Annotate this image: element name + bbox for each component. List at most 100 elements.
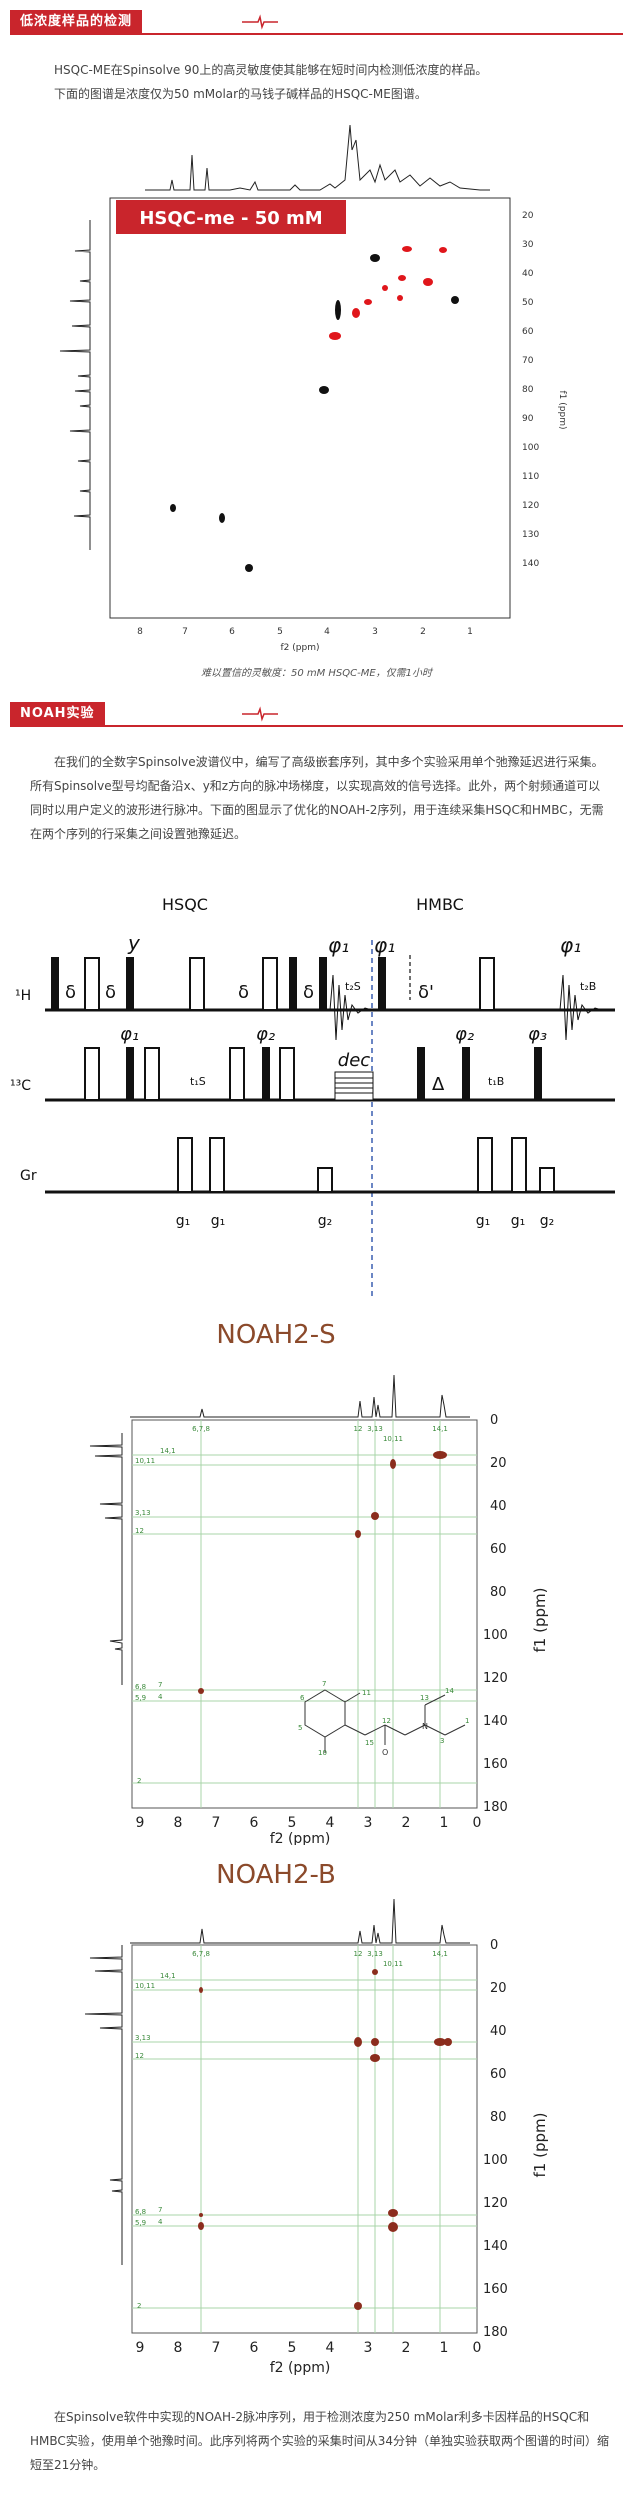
x-tick-label: 5 bbox=[288, 1815, 297, 1831]
x-tick-label: 2 bbox=[420, 627, 426, 637]
y-tick-label: 60 bbox=[490, 1542, 507, 1557]
red-peaks bbox=[329, 246, 447, 340]
y-tick-label: 180 bbox=[483, 2325, 508, 2340]
hmbc-label: HMBC bbox=[416, 895, 464, 914]
x-tick-label: 3 bbox=[364, 2340, 373, 2356]
left-projection bbox=[89, 1433, 123, 1685]
peak bbox=[390, 1459, 396, 1469]
paragraph-line: HSQC-ME在Spinsolve 90上的高灵敏度使其能够在短时间内检测低浓度… bbox=[54, 63, 488, 77]
left-labels: 14,1 10,11 3,13 12 6,8 5,9 2 7 4 bbox=[135, 1447, 176, 1785]
y-tick-label: 20 bbox=[522, 211, 534, 221]
section-divider bbox=[10, 33, 623, 35]
peak bbox=[372, 1969, 378, 1975]
x-tick-label: 8 bbox=[174, 1815, 183, 1831]
plot-frame bbox=[131, 1419, 478, 1809]
x-tick-label: 5 bbox=[277, 627, 283, 637]
peak bbox=[451, 296, 459, 304]
paragraph-text: 在Spinsolve软件中实现的NOAH-2脉冲序列，用于检测浓度为250 mM… bbox=[30, 2410, 610, 2472]
peaks bbox=[198, 1451, 447, 1694]
peaks bbox=[198, 1969, 452, 2310]
fid-hmbc bbox=[559, 974, 603, 1041]
g1-label: g₁ bbox=[176, 1213, 191, 1229]
label: 14,1 bbox=[432, 1425, 448, 1433]
y-tick-label: 20 bbox=[490, 1981, 507, 1996]
decoupling-hatch bbox=[335, 1077, 373, 1094]
dec-label: dec bbox=[338, 1050, 371, 1071]
phi2-c-label: φ₂ bbox=[455, 1024, 474, 1045]
x-axis: 9 8 7 6 5 4 3 2 1 0 bbox=[136, 1815, 482, 1831]
y-tick-label: 120 bbox=[522, 501, 539, 511]
section-tag: 低浓度样品的检测 bbox=[10, 10, 143, 34]
y-tick-label: 120 bbox=[483, 2196, 508, 2211]
decoupling-block bbox=[334, 1071, 374, 1101]
delta-label: δ bbox=[105, 982, 116, 1003]
peak bbox=[370, 2054, 380, 2062]
y-phase-label: y bbox=[127, 931, 141, 955]
t2b-label: t₂B bbox=[580, 980, 596, 993]
x-tick-label: 1 bbox=[440, 1815, 449, 1831]
x-tick-label: 6 bbox=[250, 2340, 259, 2356]
atom-label: 14 bbox=[445, 1687, 454, 1695]
y-tick-label: 140 bbox=[483, 1714, 508, 1729]
gradient-pulses bbox=[177, 1137, 555, 1193]
y-tick-label: 0 bbox=[490, 1413, 498, 1428]
noah-paragraph: 在我们的全数字Spinsolve波谱仪中，编写了高级嵌套序列，其中多个实验采用单… bbox=[30, 750, 612, 846]
x-tick-label: 0 bbox=[473, 2340, 482, 2356]
spectrum-title: NOAH2-B bbox=[216, 1860, 336, 1890]
intro-paragraph: HSQC-ME在Spinsolve 90上的高灵敏度使其能够在短时间内检测低浓度… bbox=[30, 58, 612, 106]
x-axis: 8 7 6 5 4 3 2 1 bbox=[137, 627, 473, 637]
lightning-icon bbox=[242, 14, 278, 30]
x-tick-label: 7 bbox=[182, 627, 188, 637]
label: 14,1 bbox=[160, 1972, 176, 1980]
spectrum-title: NOAH2-S bbox=[216, 1320, 335, 1350]
y-tick-label: 50 bbox=[522, 298, 534, 308]
label: 3,13 bbox=[367, 1425, 383, 1433]
label: 3,13 bbox=[135, 1509, 151, 1517]
section-header-noah: NOAH实验 bbox=[10, 702, 623, 728]
peak bbox=[370, 254, 380, 262]
x-tick-label: 1 bbox=[467, 627, 473, 637]
gradient bbox=[317, 1167, 333, 1193]
molecule-labels: 7 6 5 11 10 12 15 14 13 3 1 bbox=[298, 1680, 469, 1757]
x-tick-label: 7 bbox=[212, 2340, 221, 2356]
atom-label: 7 bbox=[322, 1680, 326, 1688]
label: 6,7,8 bbox=[192, 1950, 210, 1958]
pulse bbox=[144, 1047, 160, 1101]
pulse bbox=[378, 957, 386, 1011]
pulse bbox=[189, 957, 205, 1011]
peak bbox=[434, 2038, 446, 2046]
label: 6,8 bbox=[135, 1683, 146, 1691]
y-tick-label: 80 bbox=[490, 1585, 507, 1600]
peak bbox=[388, 2222, 398, 2232]
x-tick-label: 0 bbox=[473, 1815, 482, 1831]
gradient bbox=[477, 1137, 493, 1193]
gradient bbox=[511, 1137, 527, 1193]
lightning-icon bbox=[242, 706, 278, 722]
noah2-b-spectrum: NOAH2-B 6,7,8 12 3,13 10,11 14,1 14,1 10… bbox=[84, 1860, 549, 2376]
hsqc-label: HSQC bbox=[162, 895, 208, 914]
y-axis: 0 20 40 60 80 100 120 140 160 180 bbox=[483, 1413, 508, 1815]
label: 4 bbox=[158, 2218, 163, 2226]
label: 10,11 bbox=[383, 1960, 403, 1968]
peak bbox=[199, 1987, 203, 1993]
pulse bbox=[262, 1047, 270, 1101]
g1-label: g₁ bbox=[476, 1213, 491, 1229]
atom-label: 13 bbox=[420, 1694, 429, 1702]
guide-lines bbox=[132, 1420, 477, 1808]
figure-label-box bbox=[116, 200, 346, 234]
y-tick-label: 40 bbox=[522, 269, 534, 279]
t1s-label: t₁S bbox=[190, 1075, 206, 1088]
x-tick-label: 6 bbox=[229, 627, 235, 637]
label: 7 bbox=[158, 1681, 162, 1689]
peak bbox=[444, 2038, 452, 2046]
top-labels: 6,7,8 12 3,13 10,11 14,1 bbox=[192, 1950, 448, 1968]
noah2-pulse-sequence: HSQC HMBC ¹H ¹³C Gr δ δ δ δ δ' y φ₁ φ₁ φ… bbox=[10, 895, 615, 1300]
left-labels: 14,1 10,11 3,13 12 6,8 5,9 2 7 4 bbox=[135, 1972, 176, 2310]
pulse bbox=[229, 1047, 245, 1101]
atom-label: 11 bbox=[362, 1689, 371, 1697]
hsqc-me-spectrum: HSQC-me - 50 mM 20 30 40 50 60 70 80 90 … bbox=[59, 124, 567, 653]
pulse bbox=[279, 1047, 295, 1101]
label: 2 bbox=[137, 2302, 141, 2310]
y-axis-label: f1 (ppm) bbox=[531, 2113, 549, 2178]
x-tick-label: 4 bbox=[324, 627, 330, 637]
